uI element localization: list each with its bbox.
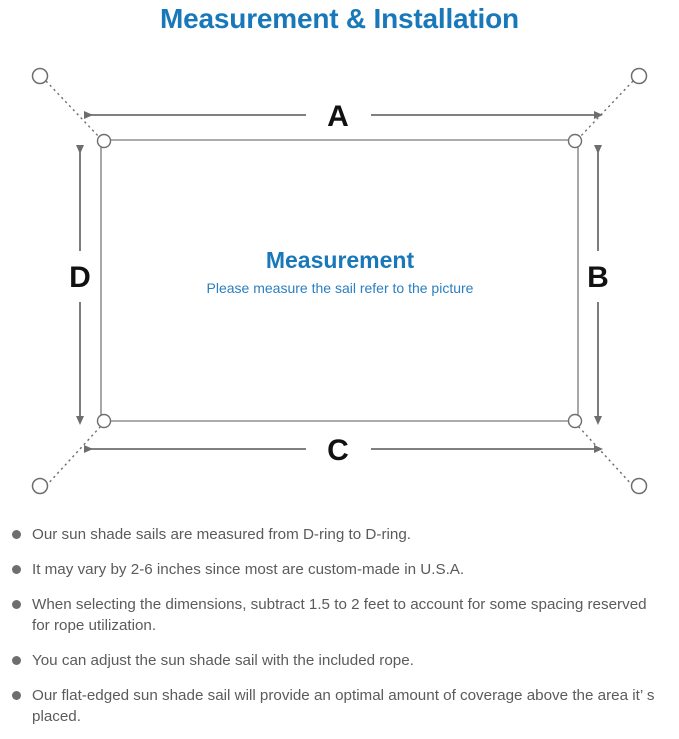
note-text: When selecting the dimensions, subtract …: [32, 596, 647, 634]
list-item: You can adjust the sun shade sail with t…: [0, 650, 679, 671]
d-rings: [96, 133, 583, 429]
d-ring-bottom-right: [567, 413, 583, 429]
diagram-center-heading: Measurement: [266, 247, 415, 273]
list-item: It may vary by 2-6 inches since most are…: [0, 559, 679, 580]
sail-rectangle: [100, 139, 579, 422]
list-item: Our flat-edged sun shade sail will provi…: [0, 685, 679, 727]
rope-line-top-right: [577, 80, 634, 140]
note-text: Our flat-edged sun shade sail will provi…: [32, 687, 655, 725]
rope-line-top-left: [45, 80, 102, 140]
rope-lines: [45, 80, 634, 487]
dimension-label-d: D: [69, 261, 91, 294]
dimension-arrow-d: D: [69, 145, 91, 425]
dimension-label-a: A: [327, 100, 349, 133]
page-title: Measurement & Installation: [160, 3, 519, 34]
note-text: Our sun shade sails are measured from D-…: [32, 526, 411, 543]
anchor-points: [31, 67, 648, 495]
anchor-circle-top-left: [31, 67, 49, 85]
note-text: You can adjust the sun shade sail with t…: [32, 652, 414, 669]
dimension-label-b: B: [587, 261, 609, 294]
dimension-label-c: C: [327, 434, 349, 467]
d-ring-top-right: [567, 133, 583, 149]
dimension-arrow-b: B: [587, 145, 609, 425]
rope-line-bottom-left: [45, 425, 102, 487]
notes-list: Our sun shade sails are measured from D-…: [0, 524, 679, 727]
note-text: It may vary by 2-6 inches since most are…: [32, 561, 465, 578]
bullet-icon: [12, 530, 21, 539]
bullet-icon: [12, 691, 21, 700]
d-ring-bottom-left: [96, 413, 112, 429]
sun-shade-sail-measurement-diagram: A C D B Measurement Please measure the s…: [31, 67, 648, 495]
anchor-circle-bottom-left: [31, 477, 49, 495]
bullet-icon: [12, 656, 21, 665]
dimension-arrow-a: A: [84, 100, 603, 133]
bullet-icon: [12, 565, 21, 574]
list-item: When selecting the dimensions, subtract …: [0, 594, 679, 636]
diagram-center-subheading: Please measure the sail refer to the pic…: [207, 280, 474, 296]
list-item: Our sun shade sails are measured from D-…: [0, 524, 679, 545]
anchor-circle-top-right: [630, 67, 648, 85]
dimension-arrow-c: C: [84, 434, 603, 467]
d-ring-top-left: [96, 133, 112, 149]
rope-line-bottom-right: [577, 425, 634, 487]
anchor-circle-bottom-right: [630, 477, 648, 495]
bullet-icon: [12, 600, 21, 609]
